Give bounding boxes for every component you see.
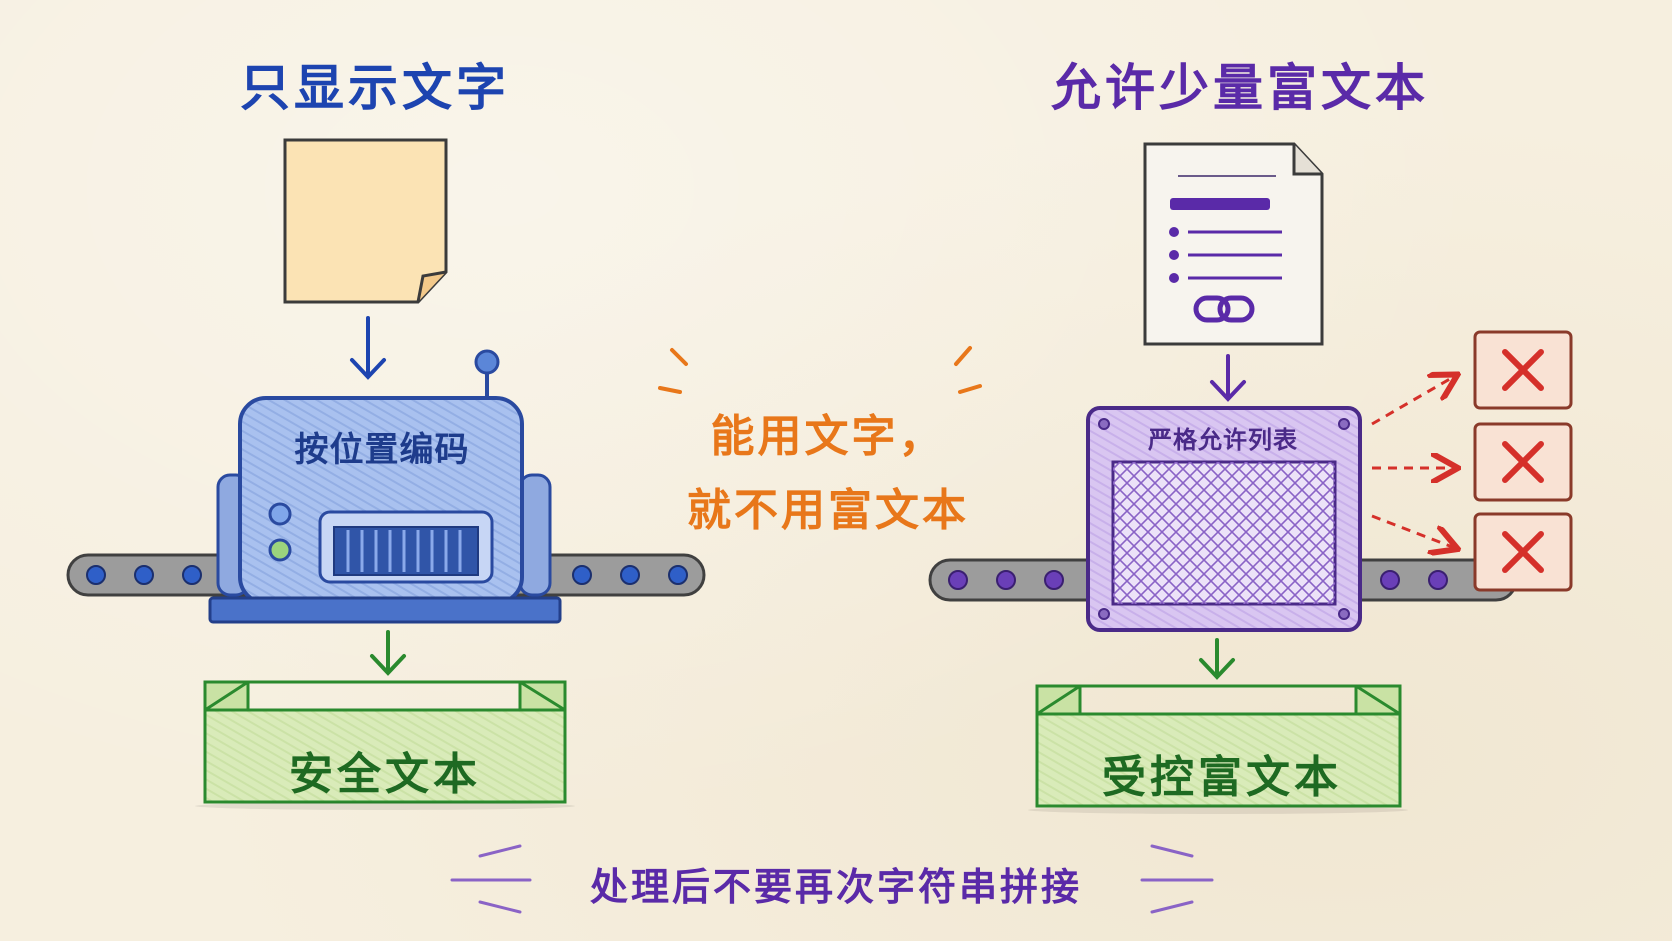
allowlist-filter-machine [1086, 406, 1362, 632]
rejected-item-2 [1473, 422, 1573, 502]
x-mark-icon [1502, 531, 1544, 573]
link-icon [1193, 295, 1255, 323]
x-mark-icon [1502, 349, 1544, 391]
arrow-down-icon [370, 630, 406, 676]
allowlist-machine-label: 严格允许列表 [1148, 426, 1298, 454]
encoding-machine-label: 按位置编码 [294, 430, 470, 470]
rich-document-icon [1143, 142, 1324, 346]
footer-accent-marks [450, 844, 1214, 914]
footer-note: 处理后不要再次字符串拼接 [589, 865, 1083, 909]
plain-document-icon [283, 138, 448, 304]
controlled-rich-text-label: 受控富文本 [1102, 752, 1342, 803]
safe-text-box [195, 680, 575, 810]
rejected-item-1 [1473, 330, 1573, 410]
middle-note-line-1: 能用文字， [710, 411, 946, 462]
encoding-machine [208, 349, 562, 624]
emphasis-marks [658, 346, 982, 394]
middle-note-line-2: 就不用富文本 [687, 485, 969, 536]
rejection-arrows [1371, 376, 1455, 548]
rejected-item-3 [1473, 512, 1573, 592]
x-mark-icon [1502, 441, 1544, 483]
right-panel-title: 允许少量富文本 [1051, 59, 1429, 117]
arrow-down-icon [1210, 354, 1246, 402]
arrow-down-icon [350, 316, 386, 380]
arrow-down-icon [1199, 638, 1235, 680]
safe-text-label: 安全文本 [289, 749, 481, 800]
left-panel-title: 只显示文字 [240, 59, 510, 117]
controlled-rich-text-box [1028, 684, 1408, 814]
